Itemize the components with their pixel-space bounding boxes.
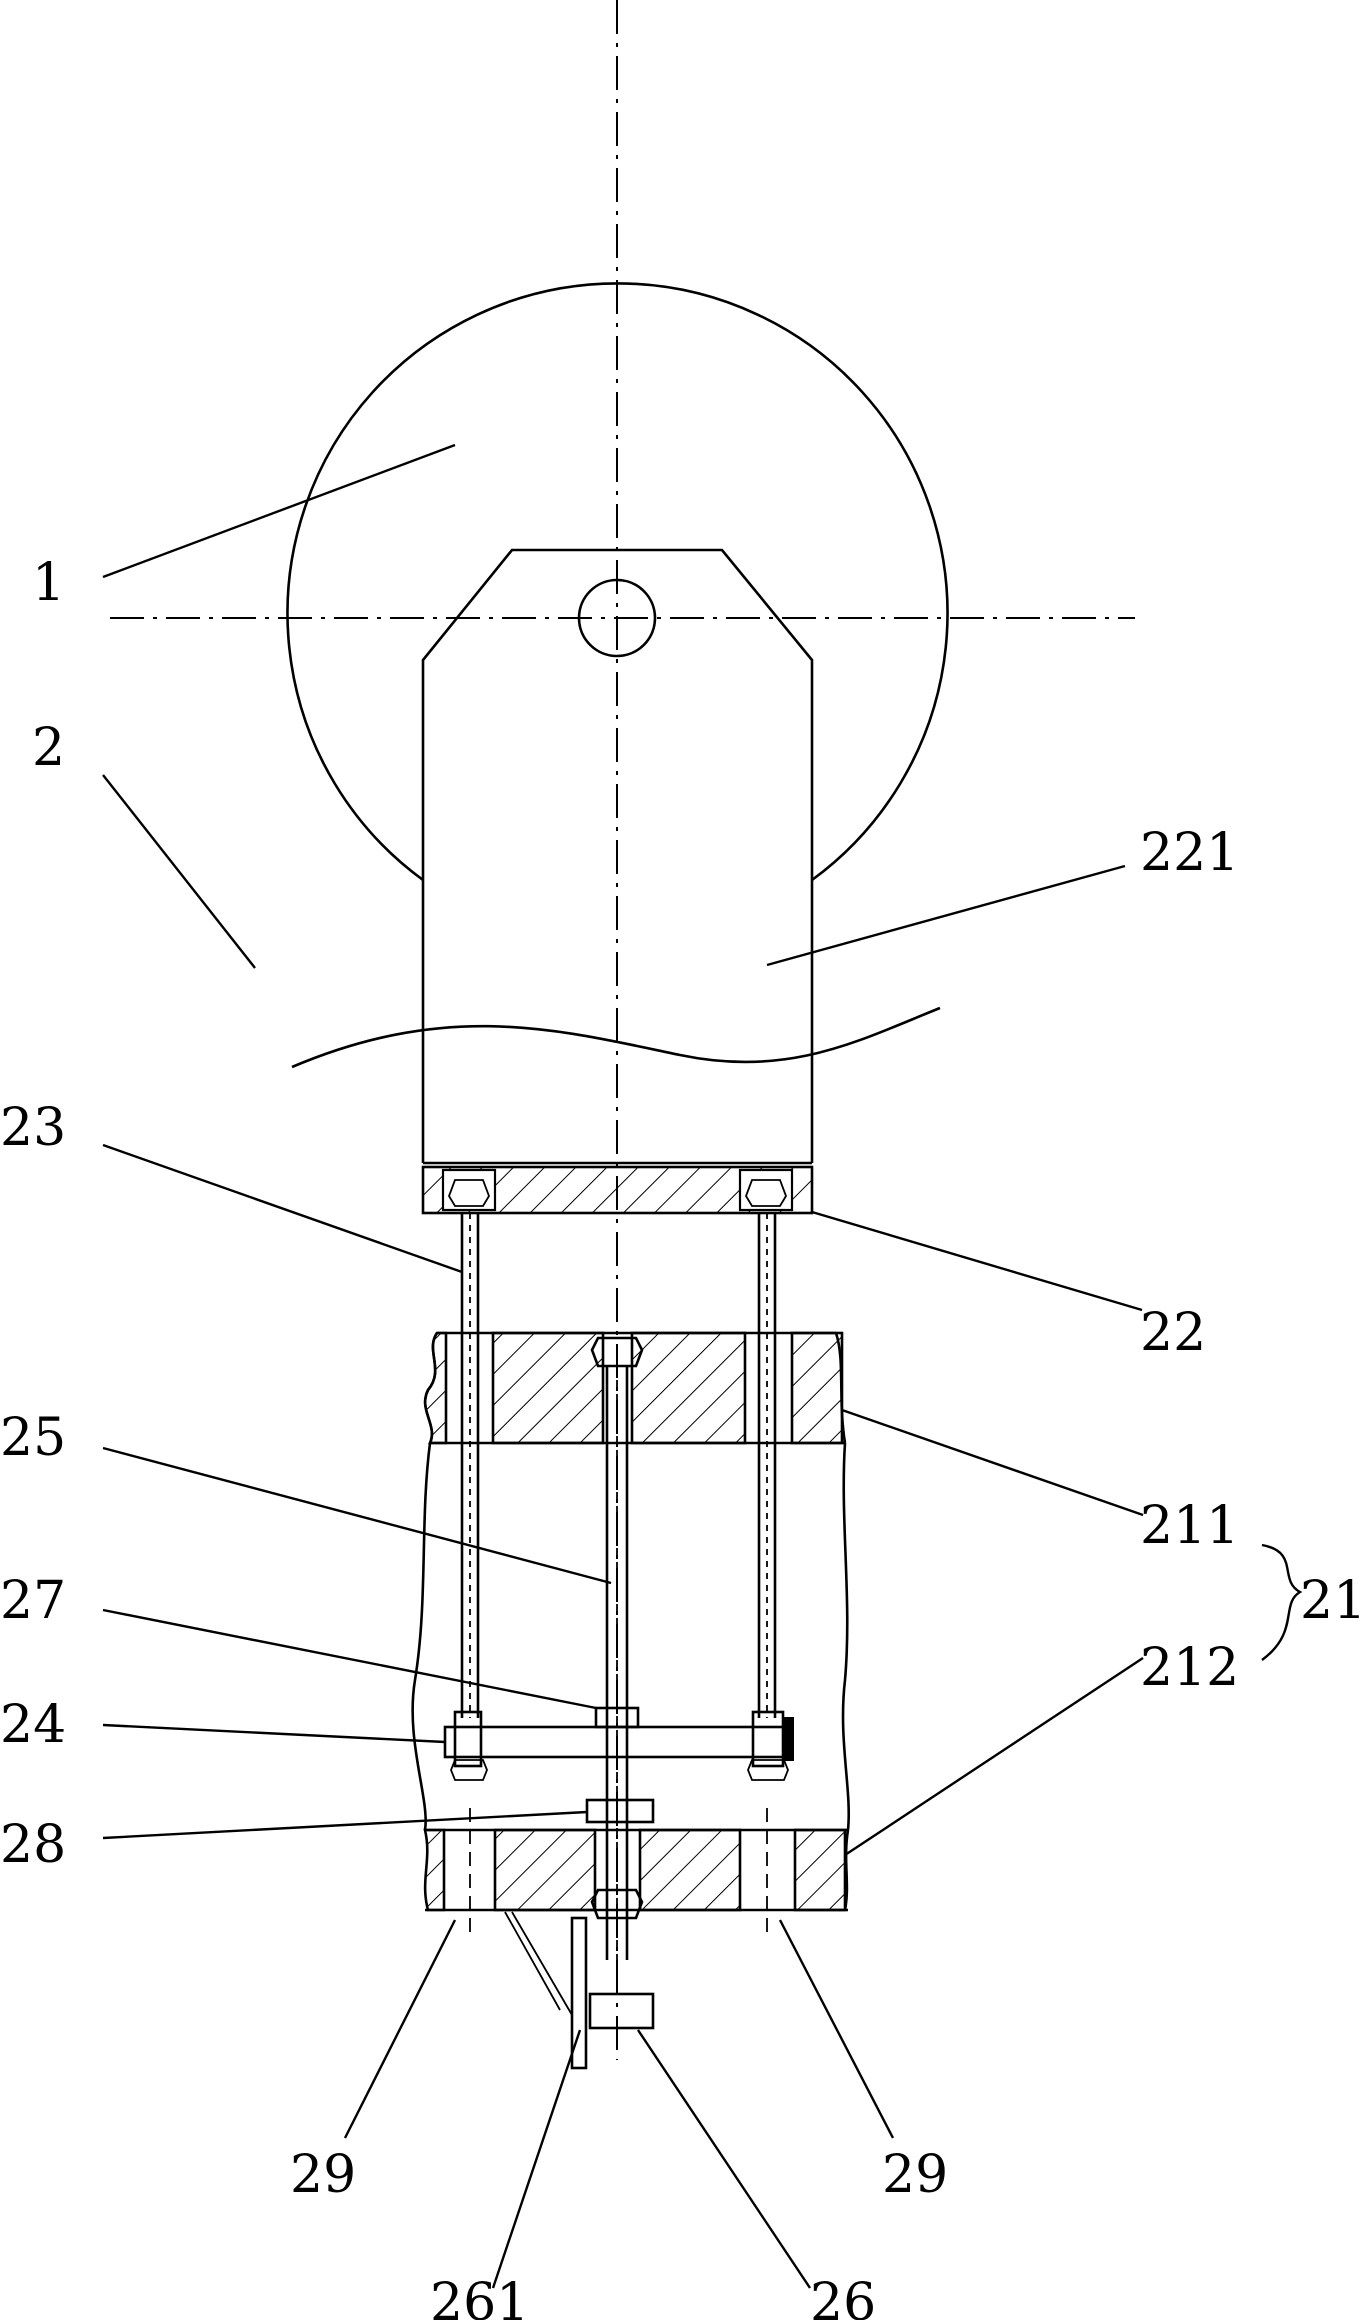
label-2: 2 xyxy=(32,718,65,778)
rod-right xyxy=(759,1213,775,1718)
label-23: 23 xyxy=(0,1098,66,1158)
label-24: 24 xyxy=(0,1695,66,1755)
center-screw xyxy=(607,1366,627,1960)
label-212: 212 xyxy=(1140,1638,1239,1698)
label-29-right: 29 xyxy=(882,2145,948,2205)
crossbar-24 xyxy=(445,1708,794,1780)
handle-26 xyxy=(590,1994,653,2028)
label-26: 26 xyxy=(810,2273,876,2320)
label-221: 221 xyxy=(1140,823,1239,883)
side-wall-left xyxy=(413,1443,430,1830)
label-211: 211 xyxy=(1140,1496,1239,1556)
upper-beam-211 xyxy=(425,1333,845,1443)
rod-left xyxy=(462,1213,478,1718)
label-21: 21 xyxy=(1300,1571,1360,1631)
label-261: 261 xyxy=(430,2273,529,2320)
label-29-left: 29 xyxy=(290,2145,356,2205)
label-22: 22 xyxy=(1140,1303,1206,1363)
label-28: 28 xyxy=(0,1815,66,1875)
label-27: 27 xyxy=(0,1571,66,1631)
handle-brace xyxy=(505,1912,572,2015)
block-28 xyxy=(587,1800,653,1822)
label-1: 1 xyxy=(32,553,65,613)
side-wall-right xyxy=(843,1443,849,1830)
label-25: 25 xyxy=(0,1408,66,1468)
